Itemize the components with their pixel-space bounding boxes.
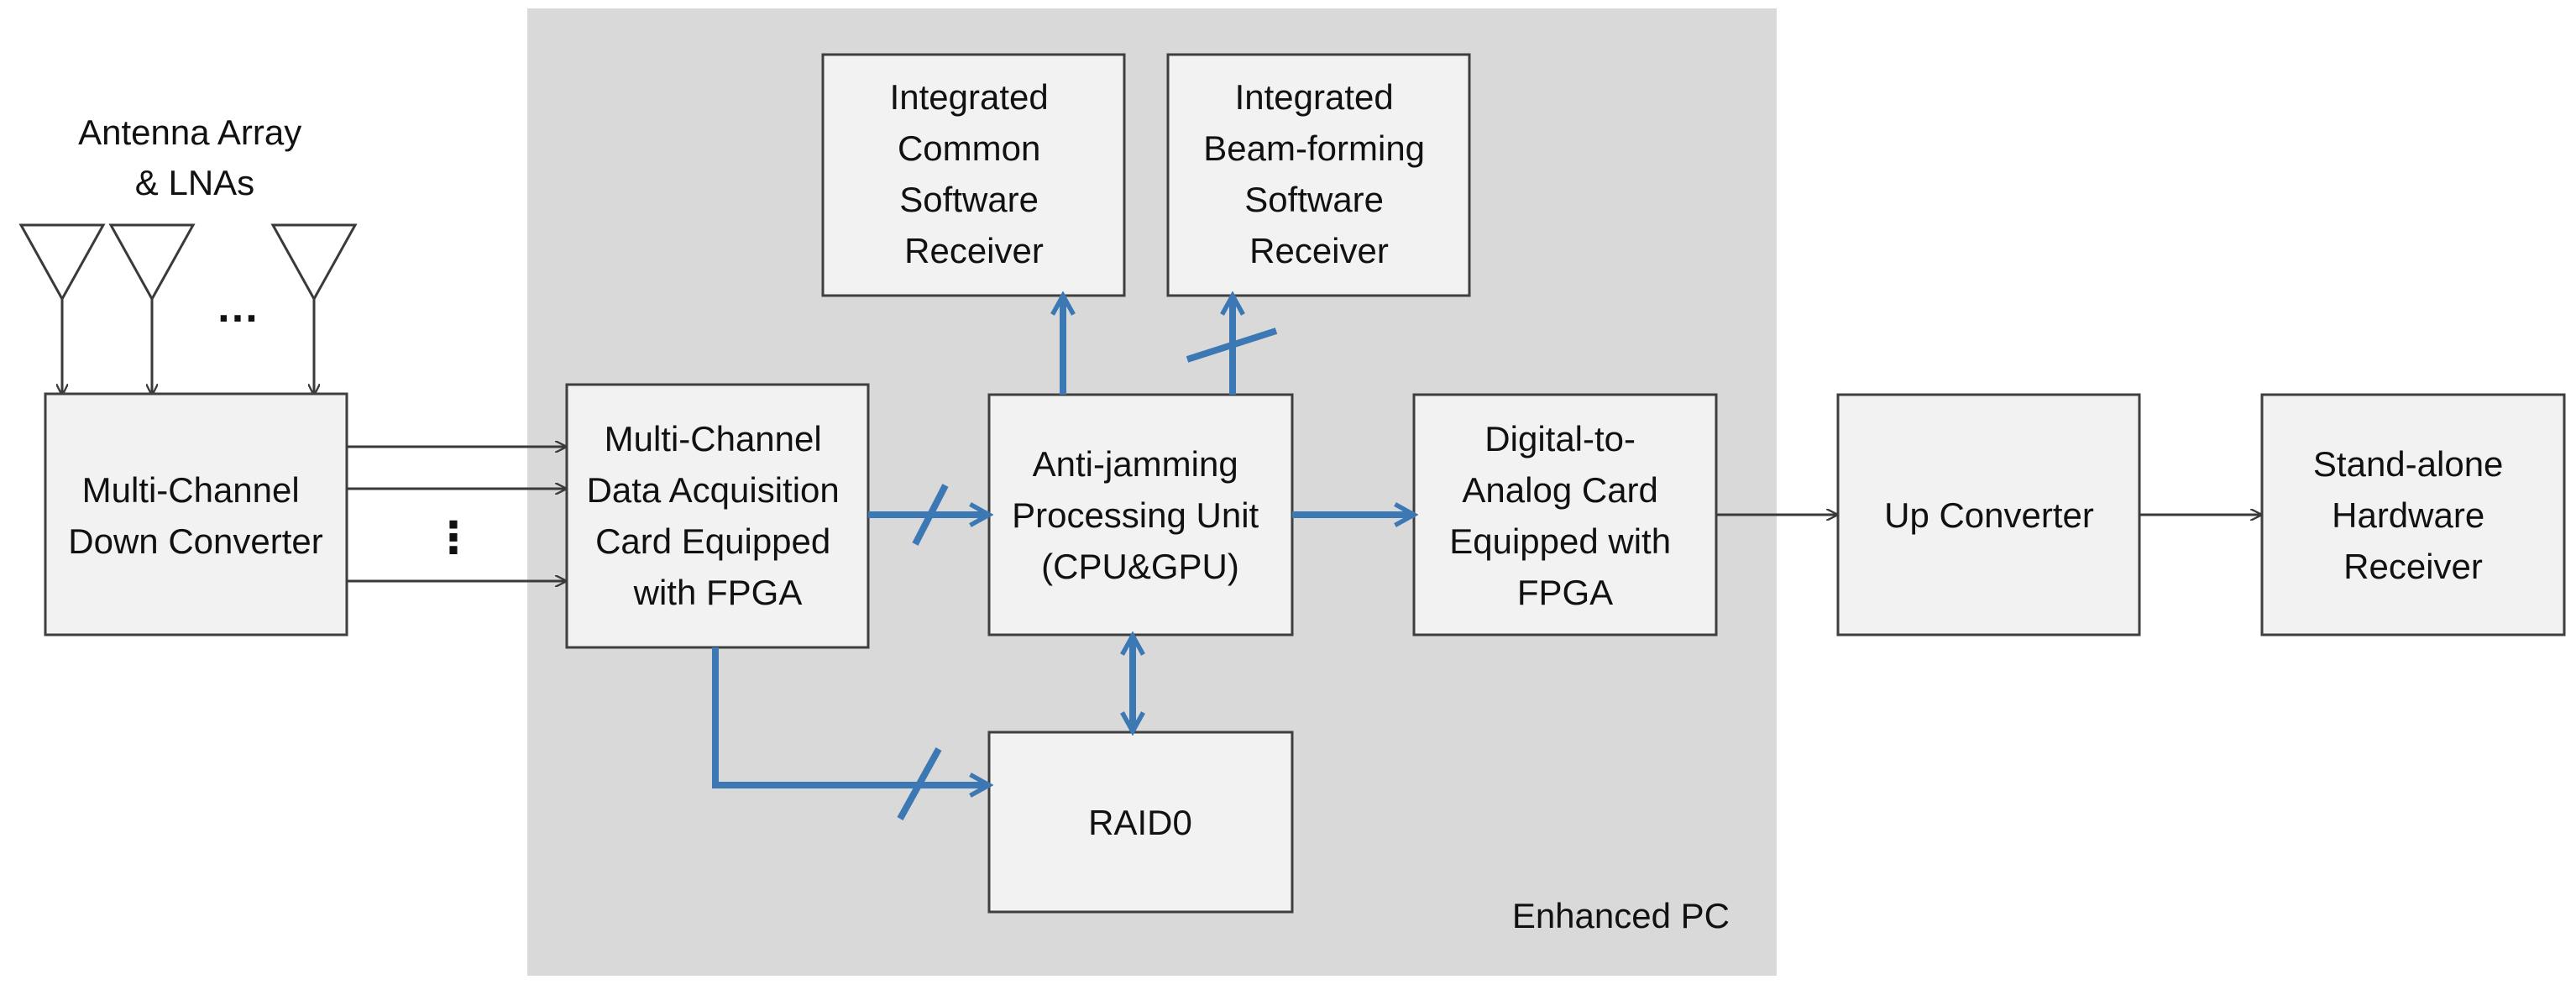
beamforming-receiver-block — [1166, 53, 1471, 297]
common-receiver-block — [821, 53, 1126, 297]
down-converter-label-line: Multi-Channel — [82, 470, 300, 510]
anti-jamming-label: Anti-jamming Processing Unit (CPU&GPU) — [1012, 444, 1269, 586]
up-converter-label: Up Converter — [1884, 495, 2094, 535]
antenna-label: Antenna Array & LNAs — [78, 113, 312, 202]
common-receiver-label-line: Receiver — [904, 231, 1044, 270]
antenna-icon — [108, 223, 196, 395]
hardware-receiver-block — [2260, 393, 2566, 636]
daq-card-label-line: Card Equipped — [595, 521, 830, 561]
down-converter-label-line: Down Converter — [68, 521, 322, 561]
anti-jamming-label-line: Anti-jamming — [1033, 444, 1238, 484]
dac-card-label-line: FPGA — [1517, 573, 1613, 612]
beamforming-receiver-label-line: Integrated — [1235, 77, 1394, 117]
antenna-icon — [18, 223, 106, 395]
up-converter-block — [1836, 393, 2141, 636]
anti-jamming-label-line: Processing Unit — [1012, 495, 1259, 535]
antenna-label-line: & LNAs — [135, 163, 254, 202]
beamforming-receiver-label-line: Beam-forming — [1203, 128, 1425, 168]
hardware-receiver-label-line: Receiver — [2343, 547, 2483, 586]
daq-card-label-line: Data Acquisition — [587, 470, 840, 510]
dac-card-label-line: Analog Card — [1462, 470, 1657, 510]
anti-jamming-label-line: (CPU&GPU) — [1041, 547, 1239, 586]
dac-card-label-line: Equipped with — [1449, 521, 1671, 561]
raid-block — [987, 731, 1294, 914]
enclosure-label: Enhanced PC — [1512, 896, 1730, 935]
common-receiver-label-line: Common — [898, 128, 1040, 168]
dac-card-label: Digital-to- Analog Card Equipped with FP… — [1449, 419, 1681, 612]
dac-card-block — [1412, 393, 1718, 636]
dac-card-label-line: Digital-to- — [1484, 419, 1636, 458]
raid-label: RAID0 — [1088, 803, 1192, 842]
antenna-ellipsis: … — [216, 283, 259, 332]
channel-vertical-ellipsis: ⋮ — [432, 514, 475, 563]
beamforming-receiver-label: Integrated Beam-forming Software Receive… — [1203, 77, 1434, 270]
bus-slash-mark — [897, 747, 942, 820]
bus-slash-mark — [912, 484, 949, 546]
hardware-receiver-label-line: Stand-alone — [2313, 444, 2504, 484]
antenna-label-line: Antenna Array — [78, 113, 301, 152]
down-converter-label: Multi-Channel Down Converter — [68, 470, 322, 561]
bus-slash-mark — [1186, 327, 1278, 363]
daq-card-label: Multi-Channel Data Acquisition Card Equi… — [587, 419, 850, 612]
daq-to-raid-bus — [712, 647, 989, 785]
common-receiver-label: Integrated Common Software Receiver — [890, 77, 1059, 270]
antenna-icon — [270, 223, 358, 395]
daq-card-label-line: Multi-Channel — [605, 419, 822, 458]
common-receiver-label-line: Software — [899, 180, 1039, 219]
beamforming-receiver-label-line: Software — [1244, 180, 1384, 219]
beamforming-receiver-label-line: Receiver — [1249, 231, 1389, 270]
daq-card-label-line: with FPGA — [633, 573, 803, 612]
hardware-receiver-label-line: Hardware — [2332, 495, 2484, 535]
down-converter-block — [44, 392, 348, 636]
common-receiver-label-line: Integrated — [890, 77, 1049, 117]
hardware-receiver-label: Stand-alone Hardware Receiver — [2313, 444, 2513, 586]
